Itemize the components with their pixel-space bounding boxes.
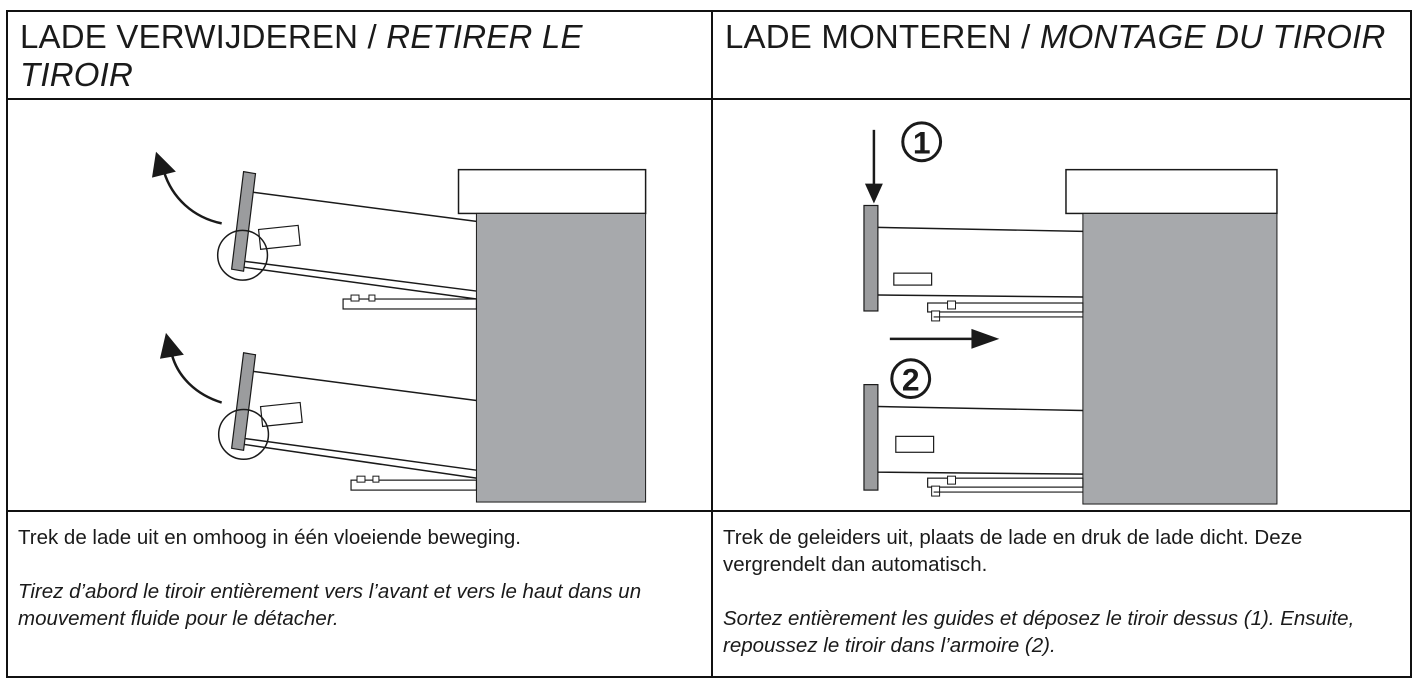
remove-text-nl: Trek de lade uit en omhoog in één vloeie… (18, 526, 521, 549)
drawer-front (863, 204, 879, 312)
mount-text-fr: Sortez entièrement les guides et déposez… (723, 607, 1355, 657)
remove-drawer-column: LADE VERWIJDEREN / RETIRER LE TIROIR (8, 12, 713, 676)
latch-highlight-circle (216, 229, 269, 281)
latch-highlight-circle (217, 408, 270, 460)
upper-lift-arrow-icon (152, 151, 176, 178)
drawer-step-2: 2 (863, 358, 1084, 497)
mount-text-nl: Trek de geleiders uit, plaats de lade en… (723, 526, 1303, 576)
remove-drawer-diagram (152, 151, 647, 503)
mount-drawer-diagram: 1 2 (863, 121, 1278, 505)
cabinet-top (1065, 168, 1278, 215)
step-2-label: 2 (902, 362, 920, 398)
mount-drawer-heading: LADE MONTEREN / MONTAGE DU TIROIR (713, 12, 1410, 100)
mount-drawer-illustration: 1 2 (713, 100, 1410, 512)
instruction-sheet: LADE VERWIJDEREN / RETIRER LE TIROIR (6, 10, 1412, 678)
remove-text-fr: Tirez d’abord le tiroir entièrement vers… (18, 580, 642, 630)
remove-title-fr: RETIRER LE TIROIR (20, 18, 583, 93)
cabinet-body (1082, 212, 1278, 505)
cabinet-body (475, 212, 647, 503)
step-1-badge (901, 121, 943, 163)
mount-title-nl: LADE MONTEREN / (725, 18, 1040, 55)
upper-drawer-front (230, 170, 257, 272)
remove-drawer-illustration (8, 100, 711, 512)
drawer-step-1: 1 (863, 121, 1084, 322)
upper-drawer (152, 151, 478, 310)
step-2-badge (890, 358, 932, 400)
remove-drawer-heading: LADE VERWIJDEREN / RETIRER LE TIROIR (8, 12, 711, 100)
remove-title-nl: LADE VERWIJDEREN / (20, 18, 387, 55)
mount-drawer-column: LADE MONTEREN / MONTAGE DU TIROIR (713, 12, 1410, 676)
mount-title-fr: MONTAGE DU TIROIR (1039, 18, 1386, 55)
lower-drawer (159, 332, 478, 491)
mount-drawer-instructions: Trek de geleiders uit, plaats de lade en… (713, 512, 1410, 676)
cabinet-top (457, 168, 647, 215)
lower-drawer-front (230, 352, 257, 451)
push-right-arrow-icon (971, 328, 1000, 349)
step-1-label: 1 (913, 125, 931, 161)
down-arrow-icon (864, 183, 883, 204)
drawer-front (863, 384, 879, 491)
lower-lift-arrow-icon (159, 332, 184, 359)
remove-drawer-instructions: Trek de lade uit en omhoog in één vloeie… (8, 512, 711, 676)
